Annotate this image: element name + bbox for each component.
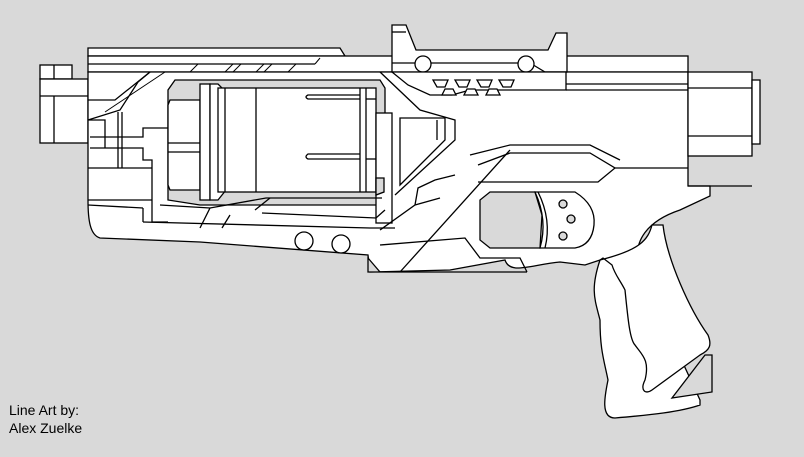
grip bbox=[599, 224, 713, 399]
top-rail bbox=[87, 47, 689, 73]
rear-slide bbox=[87, 71, 168, 223]
trigger-area bbox=[479, 191, 595, 249]
cylinder-window bbox=[167, 79, 393, 224]
serrations bbox=[431, 79, 515, 96]
frame-front bbox=[379, 71, 688, 273]
barrel-tip bbox=[687, 71, 761, 187]
lower-rails bbox=[142, 197, 395, 229]
lower-frame bbox=[367, 237, 528, 273]
rear-cap bbox=[39, 64, 89, 144]
credit-line-1: Line Art by: bbox=[9, 402, 80, 418]
front-knobs bbox=[294, 231, 351, 254]
credit-text: Line Art by: Alex Zuelke bbox=[9, 401, 82, 437]
credit-line-2: Alex Zuelke bbox=[9, 420, 83, 436]
